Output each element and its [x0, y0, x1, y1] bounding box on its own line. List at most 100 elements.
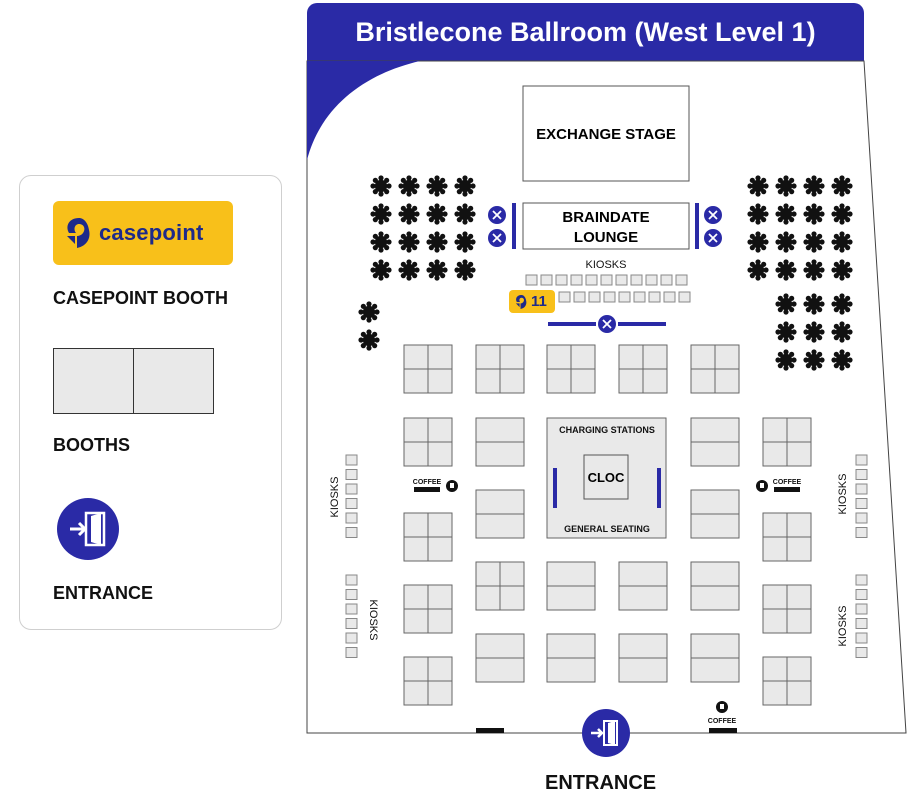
- round-table-icon: [398, 203, 420, 225]
- kiosk: [345, 632, 358, 644]
- side-kiosks: [345, 454, 868, 658]
- braindate-label-2: LOUNGE: [574, 229, 638, 246]
- kiosk: [855, 483, 868, 495]
- booth: [690, 344, 740, 394]
- entrance-label: ENTRANCE: [53, 583, 154, 603]
- booth: [618, 561, 668, 611]
- kiosk: [633, 291, 646, 303]
- booth: [618, 633, 668, 683]
- casepoint-booth-marker: 11: [509, 290, 555, 313]
- svg-text:COFFEE: COFFEE: [413, 479, 442, 486]
- round-table-icon: [775, 321, 797, 343]
- kiosks-right-1: KIOSKS: [837, 474, 849, 515]
- round-table-icon: [803, 321, 825, 343]
- kiosk: [855, 589, 868, 600]
- kiosks-left-2: KIOSKS: [367, 600, 379, 641]
- kiosk: [573, 291, 586, 303]
- booth: [403, 344, 453, 394]
- kiosk: [678, 291, 691, 303]
- kiosk: [618, 291, 631, 303]
- kiosk: [345, 618, 358, 629]
- round-table-icon: [370, 203, 392, 225]
- round-table-icon: [803, 231, 825, 253]
- booth: [546, 344, 596, 394]
- booth: [475, 561, 525, 611]
- casepoint-logo-text: casepoint: [99, 220, 204, 245]
- kiosk: [345, 483, 358, 495]
- round-table-icon: [398, 231, 420, 253]
- booth: [403, 512, 453, 562]
- round-table-icon: [398, 259, 420, 281]
- round-table-icon: [426, 259, 448, 281]
- round-table-icon: [358, 301, 380, 323]
- kiosk: [345, 647, 358, 658]
- booth: [403, 584, 453, 634]
- booth: [546, 633, 596, 683]
- booth: [690, 633, 740, 683]
- round-table-icon: [831, 293, 853, 315]
- kiosk: [345, 589, 358, 600]
- round-table-icon: [454, 203, 476, 225]
- casepoint-logo: casepoint: [53, 201, 233, 265]
- kiosk: [630, 274, 643, 286]
- kiosk: [603, 291, 616, 303]
- kiosk: [855, 632, 868, 644]
- kiosk: [570, 274, 583, 286]
- round-table-icon: [775, 293, 797, 315]
- booth: [762, 656, 812, 706]
- kiosk: [555, 274, 568, 286]
- kiosk: [345, 454, 358, 466]
- kiosks-right-2: KIOSKS: [837, 606, 849, 647]
- round-table-icon: [775, 203, 797, 225]
- fork-knife-icon: [704, 229, 722, 247]
- booth: [690, 489, 740, 539]
- casepoint-booth-label: CASEPOINT BOOTH: [53, 288, 229, 308]
- booth: [762, 512, 812, 562]
- round-table-icon: [454, 231, 476, 253]
- coffee-right: COFFEE: [756, 479, 802, 492]
- round-table-icon: [803, 293, 825, 315]
- kiosk: [588, 291, 601, 303]
- round-table-icon: [803, 203, 825, 225]
- casepoint-logo-icon: [67, 218, 90, 248]
- round-table-icon: [803, 349, 825, 371]
- booth: [475, 417, 525, 467]
- cloc-box: [583, 454, 629, 500]
- kiosk: [663, 291, 676, 303]
- kiosk: [540, 274, 553, 286]
- round-table-icon: [454, 259, 476, 281]
- booths-legend-swatch: [53, 348, 214, 414]
- general-seating-label: GENERAL SEATING: [564, 524, 650, 534]
- booth: [475, 344, 525, 394]
- round-table-icon: [831, 259, 853, 281]
- round-table-icon: [426, 231, 448, 253]
- svg-text:COFFEE: COFFEE: [708, 718, 737, 725]
- svg-text:COFFEE: COFFEE: [773, 479, 802, 486]
- round-table-icon: [370, 231, 392, 253]
- kiosk: [345, 527, 358, 538]
- kiosk: [558, 291, 571, 303]
- cloc-label: CLOC: [588, 470, 625, 485]
- entrance-door-icon: [582, 709, 630, 757]
- kiosk: [345, 498, 358, 509]
- round-table-icon: [831, 231, 853, 253]
- kiosk: [600, 274, 613, 286]
- kiosk: [345, 574, 358, 586]
- kiosk: [855, 454, 868, 466]
- entrance-door-icon: [57, 498, 119, 560]
- kiosk: [855, 527, 868, 538]
- kiosk: [615, 274, 628, 286]
- booth: [690, 417, 740, 467]
- braindate-lounge: [522, 202, 690, 250]
- legend-panel: casepoint CASEPOINT BOOTH BOOTHS ENTRANC…: [19, 175, 282, 630]
- kiosk: [855, 498, 868, 509]
- coffee-bottom: COFFEE: [708, 701, 737, 733]
- round-table-icon: [831, 175, 853, 197]
- kiosk: [345, 469, 358, 480]
- round-table-icon: [358, 329, 380, 351]
- kiosk: [585, 274, 598, 286]
- round-table-icon: [803, 259, 825, 281]
- booth: [762, 417, 812, 467]
- fork-knife-icon: [704, 206, 722, 224]
- kiosks-top: [525, 274, 691, 303]
